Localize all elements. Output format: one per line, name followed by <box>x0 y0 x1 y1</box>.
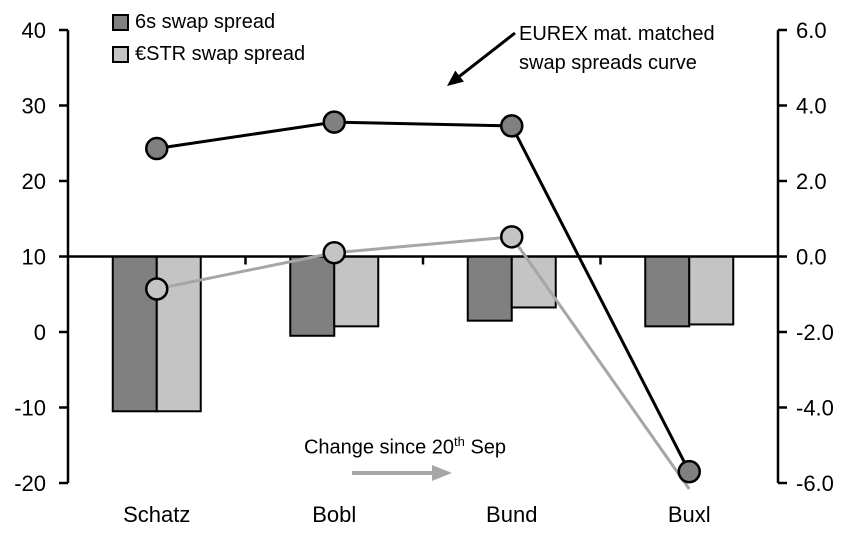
marker-6s-schatz <box>145 136 169 161</box>
category-label-schatz: Schatz <box>123 502 190 527</box>
curve-annotation-arrow-head <box>447 70 464 86</box>
bar-estr-buxl <box>688 255 735 326</box>
curve-annotation: EUREX mat. matched swap spreads curve <box>519 20 715 78</box>
change-annotation-arrow-head <box>432 465 452 481</box>
curve-annotation-line2: swap spreads curve <box>519 52 697 74</box>
curve-annotation-line1: EUREX mat. matched <box>519 23 715 45</box>
category-label-bund: Bund <box>486 502 537 527</box>
legend-swatch-estr <box>112 46 129 63</box>
left-axis-tick-label: 30 <box>22 94 46 119</box>
left-axis-tick-label: 10 <box>22 245 46 270</box>
legend-item-estr: €STR swap spread <box>112 43 305 66</box>
change-annotation: Change since 20th Sep <box>255 434 555 460</box>
marker-6s-bund <box>500 114 524 138</box>
right-axis-tick-label: 6.0 <box>796 18 827 43</box>
line-estr <box>156 235 691 490</box>
marker-6s-bobl <box>322 110 346 134</box>
left-axis-tick-label: 0 <box>34 320 46 345</box>
line-6s <box>156 120 691 473</box>
left-axis-tick-label: -10 <box>14 396 46 421</box>
left-axis-tick-label: 20 <box>22 169 46 194</box>
change-annotation-text: Change since 20 <box>303 436 455 459</box>
legend-swatch-6s <box>112 14 129 31</box>
right-axis-tick-label: 0.0 <box>796 245 827 270</box>
left-axis-tick-label: 40 <box>22 18 46 43</box>
right-axis-tick-label: -6.0 <box>796 471 834 496</box>
legend-item-6s: 6s swap spread <box>112 11 305 34</box>
marker-estr-schatz <box>145 277 169 301</box>
change-annotation-sup: th <box>454 434 465 449</box>
legend: 6s swap spread €STR swap spread <box>112 11 305 66</box>
marker-estr-bund <box>500 225 524 249</box>
bar-6s-bobl <box>289 255 336 337</box>
category-label-bobl: Bobl <box>312 502 356 527</box>
marker-estr-bobl <box>322 240 346 265</box>
right-axis-tick-label: 4.0 <box>796 94 827 119</box>
bar-estr-bund <box>510 255 557 309</box>
right-axis-tick-label: 2.0 <box>796 169 827 194</box>
legend-label-estr: €STR swap spread <box>135 43 306 65</box>
right-axis-tick-label: -4.0 <box>796 396 834 421</box>
bar-6s-buxl <box>644 255 691 328</box>
bar-6s-bund <box>466 255 513 322</box>
marker-6s-buxl <box>677 459 701 484</box>
category-label-buxl: Buxl <box>668 502 711 527</box>
right-axis-tick-label: -2.0 <box>796 320 834 345</box>
curve-annotation-arrow-shaft <box>458 31 516 78</box>
bar-estr-bobl <box>333 255 380 328</box>
change-annotation-suffix: Sep <box>464 436 507 459</box>
legend-label-6s: 6s swap spread <box>135 11 276 33</box>
left-axis-tick-label: -20 <box>14 471 46 496</box>
